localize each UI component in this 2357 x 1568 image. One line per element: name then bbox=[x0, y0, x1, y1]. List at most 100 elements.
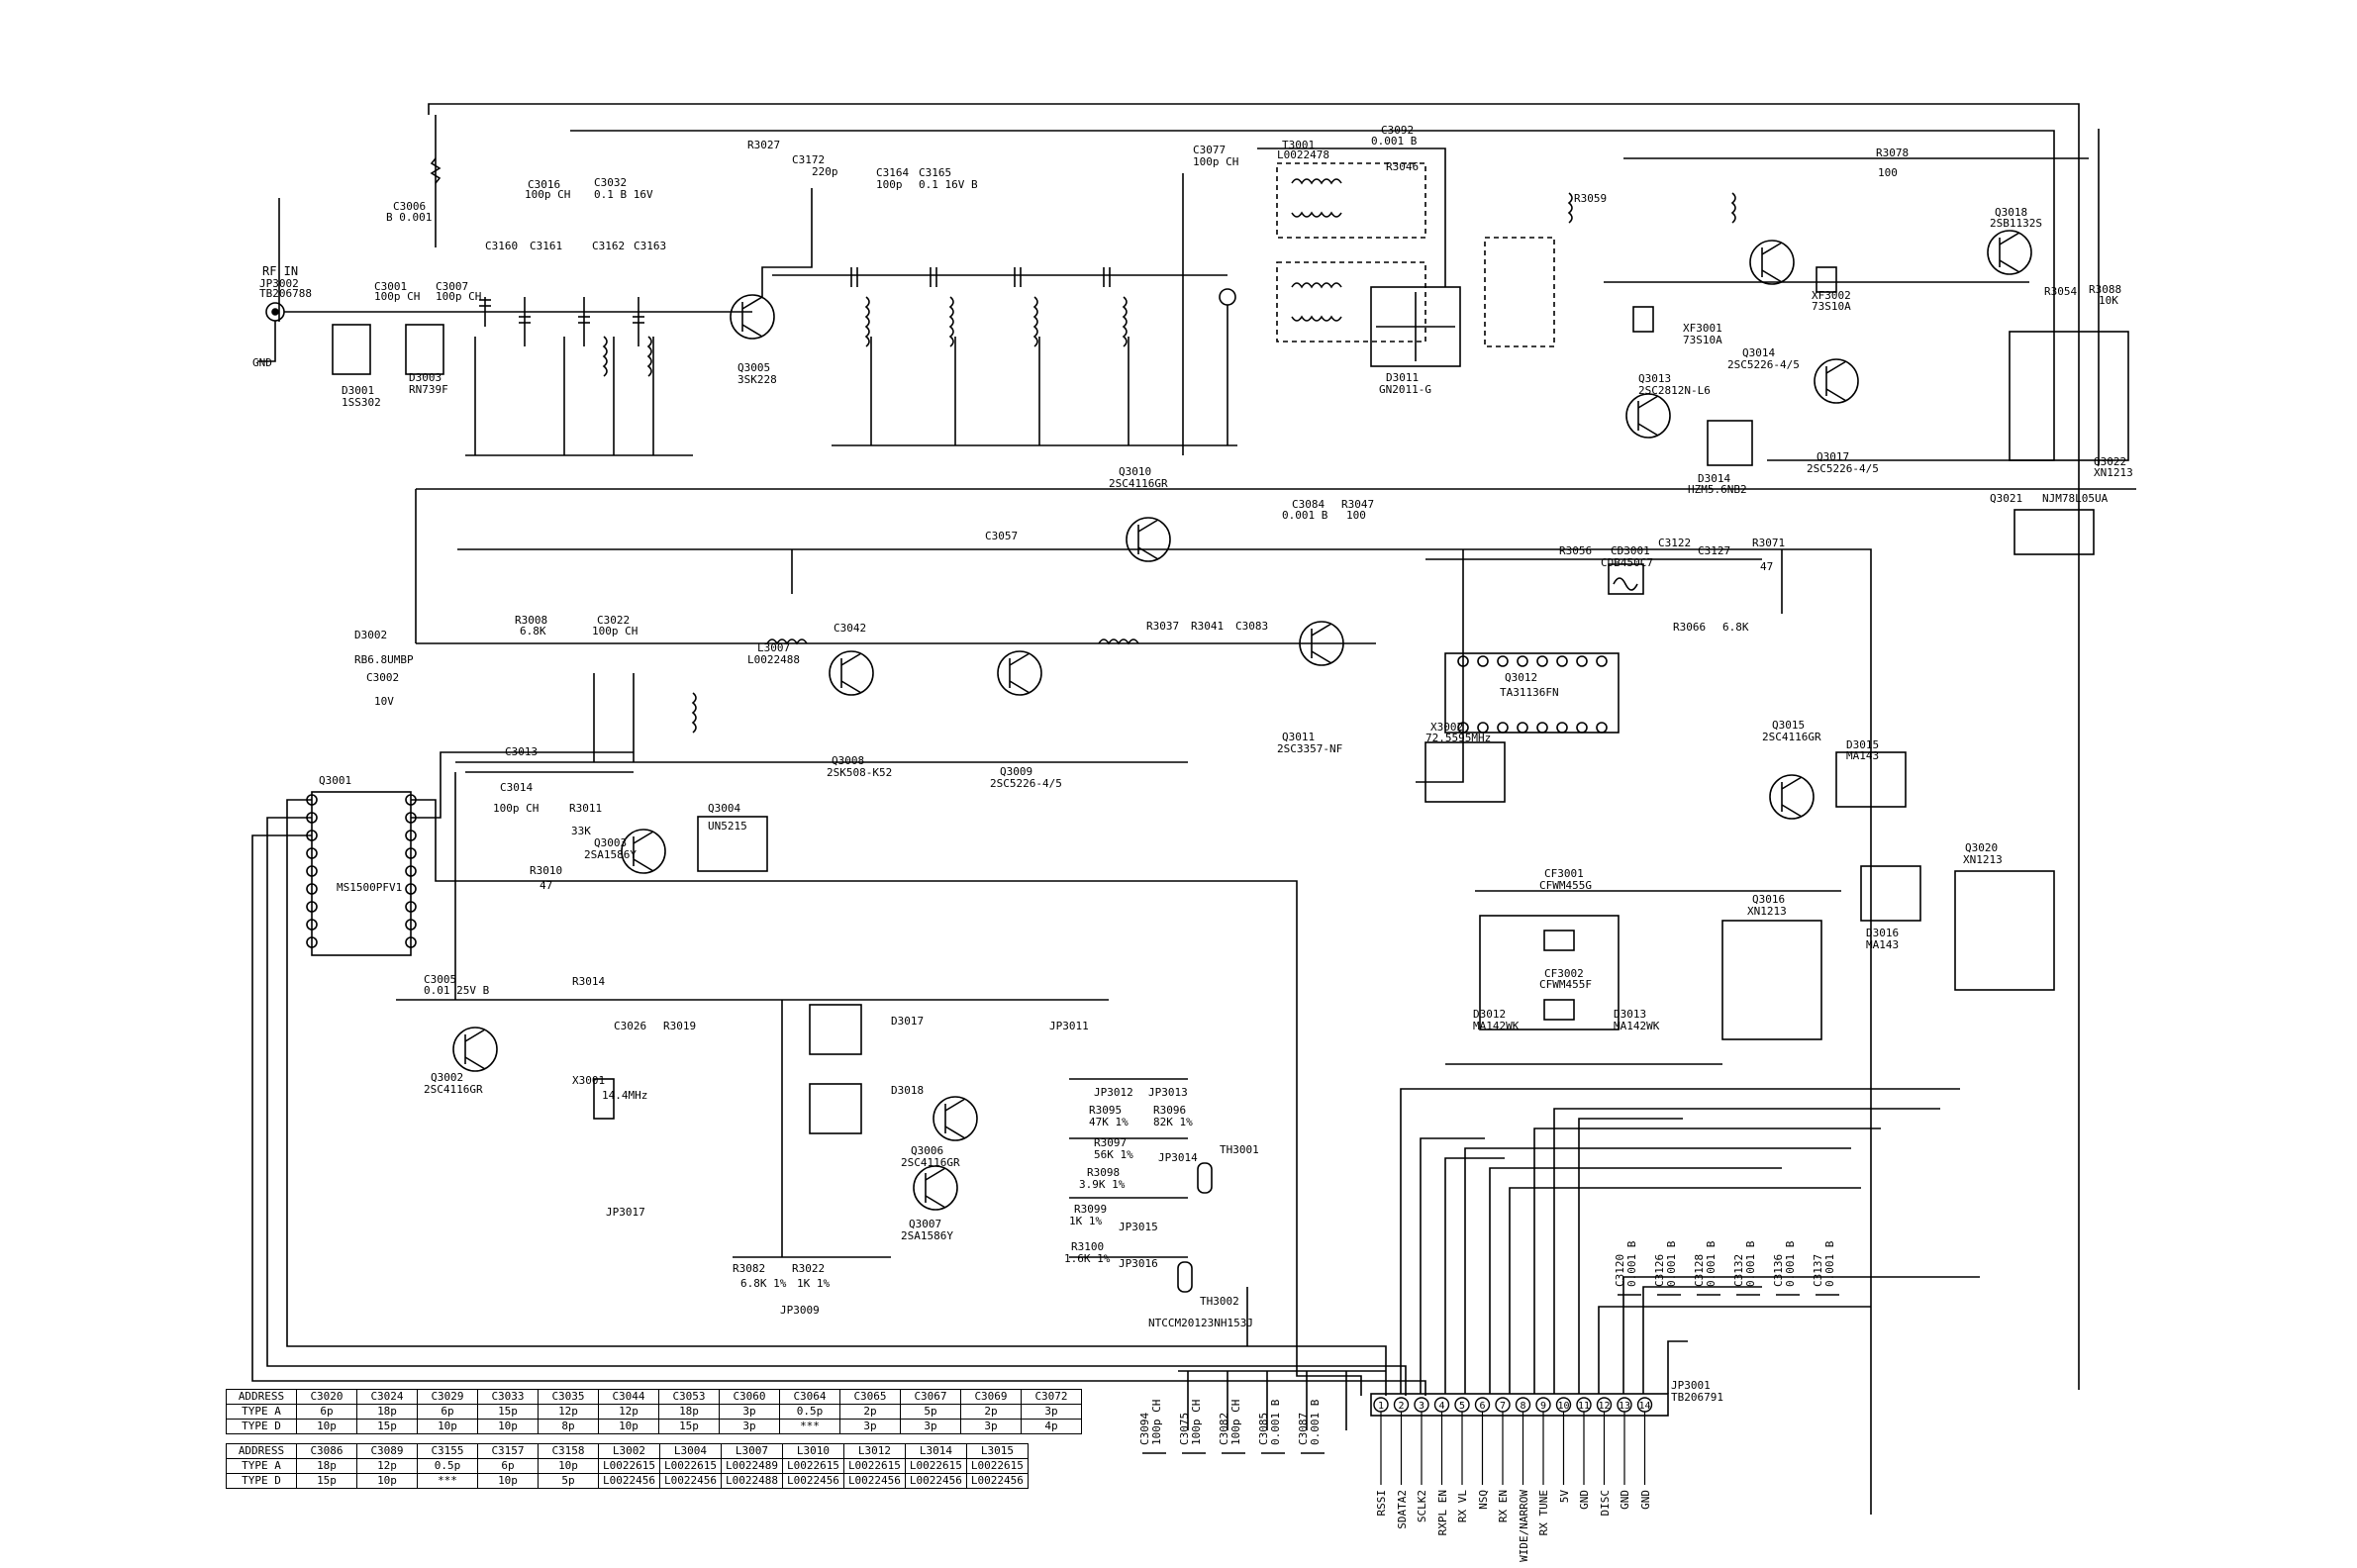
connector-pin-number: 6 bbox=[1480, 1401, 1486, 1412]
cap-table-cell: 12p bbox=[598, 1404, 659, 1420]
d3001-ref: D3001 bbox=[342, 384, 374, 397]
rf-input-section bbox=[257, 115, 752, 375]
r3010-ref: R3010 bbox=[530, 864, 562, 877]
connector-pin-number: 10 bbox=[1558, 1401, 1570, 1412]
cap-table-cell: 10p bbox=[477, 1419, 539, 1434]
jp3014-ref: JP3014 bbox=[1158, 1151, 1198, 1164]
connector-signal-label: RX EN bbox=[1497, 1490, 1510, 1523]
ind-table-cell: L0022615 bbox=[904, 1458, 967, 1474]
t3001-ref: T3001 bbox=[1282, 139, 1315, 151]
cap-table-cell: C3029 bbox=[417, 1389, 478, 1405]
q3018-ref: Q3018 bbox=[1995, 206, 2027, 219]
cap-table-cell: 15p bbox=[356, 1419, 418, 1434]
ind-table-cell: L3012 bbox=[842, 1443, 906, 1459]
cf3001-part: CFWM455G bbox=[1539, 879, 1592, 892]
c3006-val: B 0.001 bbox=[386, 211, 432, 224]
cd3001-ref: CD3001 bbox=[1611, 544, 1650, 557]
q3009-ref: Q3009 bbox=[1000, 765, 1032, 778]
q3005-part: 3SK228 bbox=[737, 373, 777, 386]
bottom-cap-value: 0.001 B bbox=[1784, 1240, 1797, 1287]
jp3016-ref: JP3016 bbox=[1119, 1257, 1158, 1270]
c3127-ref: C3127 bbox=[1698, 544, 1730, 557]
jp3011-ref: JP3011 bbox=[1049, 1020, 1089, 1032]
connector-signal-label: GND bbox=[1619, 1490, 1631, 1510]
q3001-part: MS1500PFV1 bbox=[337, 881, 402, 894]
th3002-ref: TH3002 bbox=[1200, 1295, 1239, 1308]
cap-table-cell: 2p bbox=[960, 1404, 1022, 1420]
ind-table-cell: ADDRESS bbox=[226, 1443, 297, 1459]
q3015-part: 2SC4116GR bbox=[1762, 731, 1821, 743]
r3078-val: 100 bbox=[1878, 166, 1898, 179]
xf3001-part: 73S10A bbox=[1683, 334, 1722, 346]
cap-table-cell: 3p bbox=[900, 1419, 961, 1434]
c3161-ref: C3161 bbox=[530, 240, 562, 252]
r3082-ref: R3082 bbox=[733, 1262, 765, 1275]
q3020-ref: Q3020 bbox=[1965, 841, 1998, 854]
c3083-ref: C3083 bbox=[1235, 620, 1268, 633]
d3001-part: 1SS302 bbox=[342, 396, 381, 409]
q3014-ref: Q3014 bbox=[1742, 346, 1775, 359]
ind-table-cell: L0022615 bbox=[781, 1458, 844, 1474]
q3008-part: 2SK508-K52 bbox=[827, 766, 892, 779]
x3002-val: 72.5595MHz bbox=[1425, 732, 1491, 744]
connector-signal-label: NSQ bbox=[1476, 1490, 1490, 1510]
ind-table-cell: L3004 bbox=[658, 1443, 722, 1459]
d3003-part: RN739F bbox=[409, 383, 448, 396]
q3006-part: 2SC4116GR bbox=[901, 1156, 960, 1169]
q3004-part: UN5215 bbox=[708, 820, 747, 833]
cap-table-cell: 3p bbox=[1021, 1404, 1082, 1420]
cap-table-cell: 8p bbox=[538, 1419, 599, 1434]
q3014-part: 2SC5226-4/5 bbox=[1727, 358, 1800, 371]
front-end-passives bbox=[430, 157, 693, 456]
cap-table-cell: C3024 bbox=[356, 1389, 418, 1405]
r3098-ref: R3098 bbox=[1087, 1166, 1120, 1179]
bottom-cap-value: 100p CH bbox=[1229, 1400, 1242, 1445]
cap-table-cell: TYPE D bbox=[226, 1419, 297, 1434]
connector-signal-label: DISC bbox=[1598, 1490, 1612, 1517]
bottom-cap-value: 100p CH bbox=[1150, 1400, 1163, 1445]
x3002-ref: X3002 bbox=[1430, 721, 1463, 734]
bottom-cap-ref: C3128 bbox=[1693, 1254, 1706, 1287]
jp3001-connector bbox=[1178, 1088, 1980, 1430]
d3017-ref: D3017 bbox=[891, 1015, 924, 1028]
cap-table-cell: 10p bbox=[598, 1419, 659, 1434]
c3007-val: 100p CH bbox=[436, 290, 481, 303]
q3022-part: XN1213 bbox=[2094, 466, 2133, 479]
c3014-ref: C3014 bbox=[500, 781, 533, 794]
connector-signal-label: 5V bbox=[1557, 1490, 1571, 1504]
l3007-ref: L3007 bbox=[757, 641, 790, 654]
c3014-val: 100p CH bbox=[493, 802, 539, 815]
r3096-ref: R3096 bbox=[1153, 1104, 1186, 1117]
r3082-val: 6.8K 1% bbox=[740, 1277, 787, 1290]
ind-table-cell: L0022615 bbox=[842, 1458, 906, 1474]
xf3001-ref: XF3001 bbox=[1683, 322, 1722, 335]
rf-in-label: RF IN bbox=[262, 264, 298, 278]
ind-table-cell: L0022456 bbox=[598, 1473, 660, 1489]
r3047-ref: R3047 bbox=[1341, 498, 1374, 511]
c3005-val: 0.01 25V B bbox=[424, 984, 490, 997]
connector-pin-number: 5 bbox=[1459, 1401, 1465, 1412]
q3005-symbol bbox=[730, 188, 813, 340]
c3077-val: 100p CH bbox=[1193, 155, 1238, 168]
r3100-val: 1.6K 1% bbox=[1064, 1252, 1111, 1265]
ind-table-cell: 10p bbox=[356, 1473, 418, 1489]
ind-table-cell: 5p bbox=[538, 1473, 599, 1489]
q3006-ref: Q3006 bbox=[911, 1144, 943, 1157]
bottom-cap-ref: C3085 bbox=[1257, 1413, 1270, 1445]
q3002-ref: Q3002 bbox=[431, 1071, 463, 1084]
r3008-ref: R3008 bbox=[515, 614, 547, 627]
connector-signal-label: RX VL bbox=[1456, 1490, 1469, 1523]
ind-table-cell: L3010 bbox=[781, 1443, 844, 1459]
c3163-ref: C3163 bbox=[634, 240, 666, 252]
r3022-ref: R3022 bbox=[792, 1262, 825, 1275]
q3007-part: 2SA1586Y bbox=[901, 1229, 953, 1242]
d3016-part: MA143 bbox=[1866, 938, 1899, 951]
c3002-val: 10V bbox=[374, 695, 394, 708]
connector-pin-number: 3 bbox=[1419, 1401, 1424, 1412]
c3022-val: 100p CH bbox=[592, 625, 638, 637]
